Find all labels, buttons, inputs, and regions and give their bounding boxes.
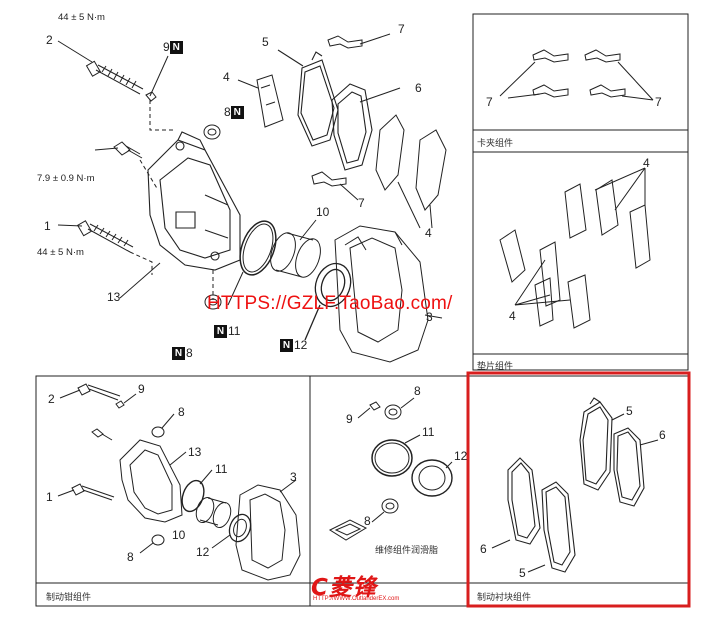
callout-7-bottom: 7	[358, 196, 365, 210]
pad-kit-callout-6-top: 6	[659, 428, 666, 442]
shim-4-pair	[375, 114, 447, 229]
callout-9: 9	[163, 40, 170, 54]
boot-8-bottom	[204, 294, 222, 310]
seal-kit-callout-11: 11	[422, 425, 435, 439]
callout-1: 1	[44, 219, 51, 233]
callout-3: 3	[426, 310, 433, 324]
dust-boot-12	[304, 262, 352, 341]
boot-9	[145, 91, 157, 102]
clip-kit-parts	[499, 49, 654, 101]
caliper-kit-callout-9: 9	[138, 382, 145, 396]
n-marker: N	[280, 339, 293, 353]
callout-11: 11	[228, 324, 241, 338]
boot-8-top	[203, 124, 221, 140]
seal-kit-callout-8-top: 8	[414, 384, 421, 398]
caliper-kit-callout-2: 2	[48, 392, 55, 406]
pad-6	[331, 83, 401, 171]
pad-kit-callout-6-bottom: 6	[480, 542, 487, 556]
callout-5: 5	[262, 35, 269, 49]
torque-bleeder: 7.9 ± 0.9 N·m	[37, 173, 95, 184]
pad-kit-callout-5-top: 5	[626, 404, 633, 418]
guide-bolt-2	[85, 60, 144, 95]
shim-kit-callout-4-bottom: 4	[509, 309, 516, 323]
torque-bolt-2: 44 ± 5 N·m	[58, 12, 105, 23]
n-marker: N	[214, 325, 227, 339]
torque-bolt-1: 44 ± 5 N·m	[37, 247, 84, 258]
shim-kit-panel	[472, 151, 689, 371]
caliper-kit-caption: 制动钳组件	[46, 593, 92, 603]
callout-8: 8	[224, 105, 231, 119]
pad-kit-parts	[491, 397, 659, 573]
clip-kit-caption: 卡夹组件	[477, 139, 514, 149]
callout-4-a: 4	[223, 70, 230, 84]
piston-seal-11	[239, 220, 277, 276]
n-marker: N	[169, 41, 183, 55]
logo-url: HTTP://WWW.OutlanderEX.com	[313, 596, 400, 602]
callout-10: 10	[316, 205, 330, 219]
logo-text: C菱锋	[311, 575, 377, 601]
caliper-kit-callout-11: 11	[215, 462, 228, 476]
clip-7-bottom	[311, 171, 359, 201]
shim-kit-parts	[499, 167, 651, 329]
callout-4-b: 4	[425, 226, 432, 240]
callout-12: 12	[294, 338, 308, 352]
callout-2: 2	[46, 33, 53, 47]
guide-bolt-1	[76, 220, 134, 253]
seal-kit-callout-8-bottom: 8	[364, 514, 371, 528]
callout-6: 6	[415, 81, 422, 95]
shim-kit-callout-4-top: 4	[643, 156, 650, 170]
watermark-url: HTTPS://GZLF.TaoBao.com/	[207, 293, 453, 314]
caliper-kit-callout-8-bottom: 8	[127, 550, 134, 564]
clip-kit-callout-7-left: 7	[486, 95, 493, 109]
shim-4	[237, 74, 284, 128]
brand-logo: C菱锋 HTTP://WWW.OutlanderEX.com	[311, 568, 411, 608]
caliper-kit-callout-3: 3	[290, 470, 297, 484]
clip-7-top	[327, 33, 391, 49]
seal-kit-callout-9: 9	[346, 412, 353, 426]
caliper-body-13	[147, 131, 241, 271]
pad-5	[277, 49, 339, 147]
seal-kit-parts	[328, 397, 453, 541]
callout-8: 8	[186, 346, 193, 360]
caliper-kit-parts	[57, 383, 301, 581]
callout-13: 13	[107, 290, 121, 304]
caliper-kit-callout-8-top: 8	[178, 405, 185, 419]
caliper-kit-callout-12: 12	[196, 545, 210, 559]
caliper-kit-callout-13: 13	[188, 445, 202, 459]
bracket-3	[334, 225, 443, 363]
pad-kit-highlight	[466, 371, 691, 608]
n-marker: N	[230, 106, 244, 120]
callout-7-top: 7	[398, 22, 405, 36]
bleeder-screw	[113, 141, 143, 159]
clip-kit-callout-7-right: 7	[655, 95, 662, 109]
shim-kit-caption: 垫片组件	[477, 362, 514, 372]
piston-10	[270, 219, 321, 278]
caliper-kit-callout-1: 1	[46, 490, 53, 504]
pad-kit-callout-5-bottom: 5	[519, 566, 526, 580]
seal-kit-caption: 维修组件润滑脂	[375, 546, 439, 556]
n-marker: N	[172, 347, 185, 361]
caliper-kit-callout-10: 10	[172, 528, 186, 542]
clip-kit-panel	[472, 13, 689, 153]
seal-kit-callout-12: 12	[454, 449, 468, 463]
pad-kit-caption: 制动衬块组件	[477, 593, 532, 603]
